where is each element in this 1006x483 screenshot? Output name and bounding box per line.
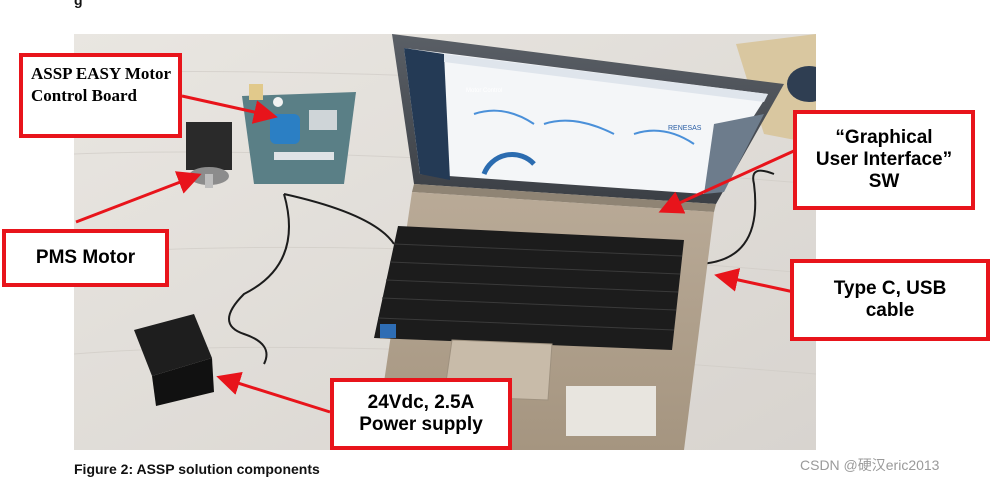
figure-caption: Figure 2: ASSP solution components bbox=[74, 461, 320, 477]
callout-motor-text: PMS Motor bbox=[35, 247, 136, 269]
callout-board-text: ASSP EASY Motor Control Board bbox=[31, 64, 171, 105]
callout-board: ASSP EASY Motor Control Board bbox=[19, 53, 182, 138]
laptop: RENESAS Motor Control bbox=[374, 34, 784, 450]
arrow-usb bbox=[714, 268, 795, 294]
callout-usb-text: Type C, USB cable bbox=[833, 278, 947, 321]
callout-usb: Type C, USB cable bbox=[790, 259, 990, 341]
callout-motor: PMS Motor bbox=[2, 229, 169, 287]
power-supply bbox=[134, 314, 214, 406]
callout-power: 24Vdc, 2.5A Power supply bbox=[330, 378, 512, 450]
callout-gui: “Graphical User Interface” SW bbox=[793, 110, 975, 210]
arrow-power bbox=[216, 371, 331, 414]
arrow-board bbox=[181, 94, 278, 124]
header-fragment: g bbox=[74, 0, 83, 8]
screen-app-title: Motor Control bbox=[466, 88, 502, 94]
watermark: CSDN @硬汉eric2013 bbox=[800, 457, 940, 473]
arrow-gui bbox=[658, 148, 797, 214]
callout-power-text: 24Vdc, 2.5A Power supply bbox=[359, 392, 483, 435]
arrow-motor bbox=[75, 171, 202, 224]
mouse bbox=[787, 66, 816, 102]
power-cable bbox=[228, 193, 290, 365]
screen-brand-text: RENESAS bbox=[668, 125, 702, 132]
callout-gui-text: “Graphical User Interface” SW bbox=[815, 127, 953, 192]
